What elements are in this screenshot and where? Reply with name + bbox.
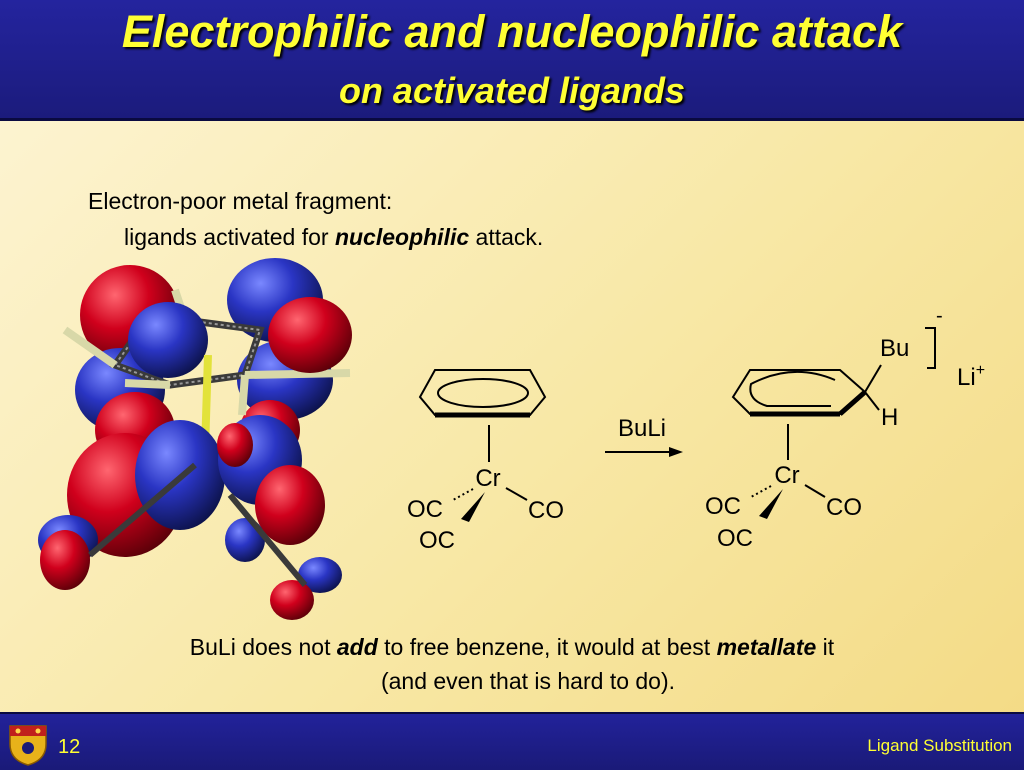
conclusion-line-1: BuLi does not add to free benzene, it wo… <box>0 634 1024 661</box>
reactant-metal-label: Cr <box>475 465 500 492</box>
product-co-right: CO <box>826 494 862 521</box>
orbital-lobe <box>217 423 253 467</box>
product-dienyl-arc <box>749 371 836 407</box>
counterion: Li+ <box>957 362 985 391</box>
charge-bracket <box>925 327 936 369</box>
reaction-scheme: Cr OC CO OC BuLi Bu H - Li+ Cr OC CO OC <box>407 305 985 554</box>
university-crest-icon <box>9 725 47 766</box>
orbital-lobe <box>40 530 90 590</box>
intro-prefix: ligands activated for <box>124 224 335 250</box>
conclusion-part: to free benzene, it would at best <box>377 634 717 660</box>
reactant-aromatic-circle <box>437 378 529 408</box>
reagent-label: BuLi <box>618 415 666 442</box>
slide-subtitle: on activated ligands <box>338 70 686 111</box>
product-metal-label: Cr <box>774 462 799 489</box>
product-substituent-h: H <box>881 404 898 431</box>
intro-suffix: attack. <box>469 224 544 250</box>
conclusion-part: BuLi does not <box>189 634 337 660</box>
conclusion-part: it <box>816 634 835 660</box>
orbital-lobe <box>268 297 352 373</box>
orbital-lobe <box>270 580 314 620</box>
product-complex: Bu H - Li+ Cr OC CO OC <box>705 305 985 552</box>
product-substituent-bu: Bu <box>880 335 909 362</box>
title-bar: Electrophilic and nucleophilic attack on… <box>0 0 1024 121</box>
slide-title: Electrophilic and nucleophilic attack <box>121 6 903 57</box>
page-number: 12 <box>58 736 81 758</box>
orbital-illustration <box>38 258 352 620</box>
intro-emphasis: nucleophilic <box>334 224 470 250</box>
reaction-arrow: BuLi <box>605 415 683 457</box>
product-charge: - <box>936 305 943 327</box>
intro-line-2: ligands activated for nucleophilic attac… <box>124 224 543 251</box>
footer-bar: 12 Ligand Substitution <box>0 712 1024 770</box>
orbital-lobe <box>298 557 342 593</box>
orbital-lobe <box>255 465 325 545</box>
intro-line-1: Electron-poor metal fragment: <box>88 188 393 214</box>
orbital-lobe <box>225 518 265 562</box>
product-oc-left: OC <box>705 493 741 520</box>
reactant-oc-left: OC <box>407 496 443 523</box>
reactant-complex: Cr OC CO OC <box>407 369 564 554</box>
conclusion-emphasis-add: add <box>336 634 378 660</box>
conclusion-emphasis-metallate: metallate <box>716 634 817 660</box>
footer-section-title: Ligand Substitution <box>867 736 1012 755</box>
product-oc-bottom: OC <box>717 525 753 552</box>
orbital-lobe <box>128 302 208 378</box>
reactant-oc-bottom: OC <box>419 527 455 554</box>
conclusion-line-2: (and even that is hard to do). <box>380 668 676 694</box>
reactant-co-right: CO <box>528 497 564 524</box>
